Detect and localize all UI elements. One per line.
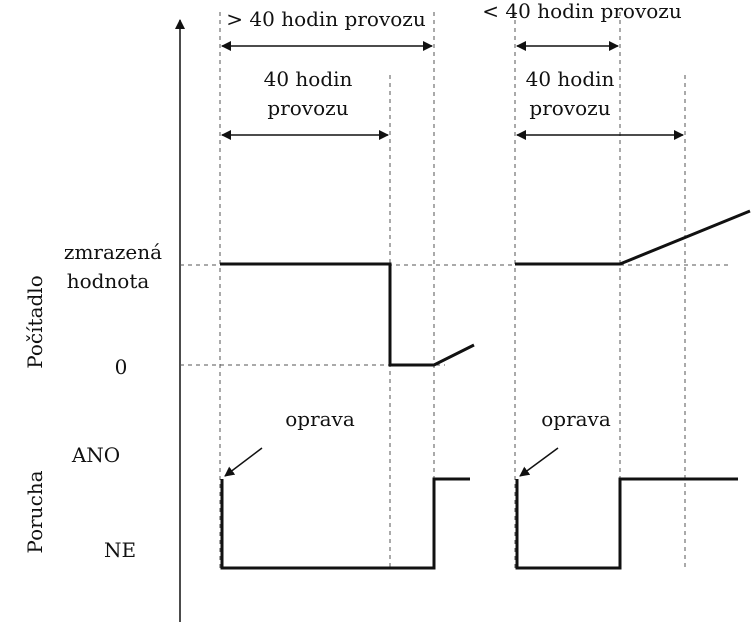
label-frozen-2: hodnota	[67, 269, 150, 293]
label-hours-right-1: 40 hodin	[526, 67, 615, 91]
label-frozen-1: zmrazená	[64, 240, 162, 264]
label-top-left-span: > 40 hodin provozu	[226, 7, 426, 31]
label-top-right-span: < 40 hodin provozu	[482, 0, 682, 23]
label-hours-right-2: provozu	[529, 96, 610, 120]
label-counter-axis: Počítadlo	[23, 275, 47, 369]
label-repair-right: oprava	[541, 407, 611, 431]
repair-arrow-left	[224, 447, 263, 477]
counter-signal-right	[515, 209, 751, 266]
label-hours-left-1: 40 hodin	[264, 67, 353, 91]
fault-signal-right	[515, 477, 738, 570]
label-fault-axis: Porucha	[23, 470, 47, 553]
repair-arrow-right	[519, 447, 559, 477]
counter-signal-left	[220, 262, 475, 367]
label-no: NE	[104, 538, 136, 562]
label-repair-left: oprava	[285, 407, 355, 431]
label-yes: ANO	[71, 443, 120, 467]
label-zero: 0	[115, 355, 128, 379]
fault-signal-left	[220, 477, 470, 570]
label-hours-left-2: provozu	[267, 96, 348, 120]
